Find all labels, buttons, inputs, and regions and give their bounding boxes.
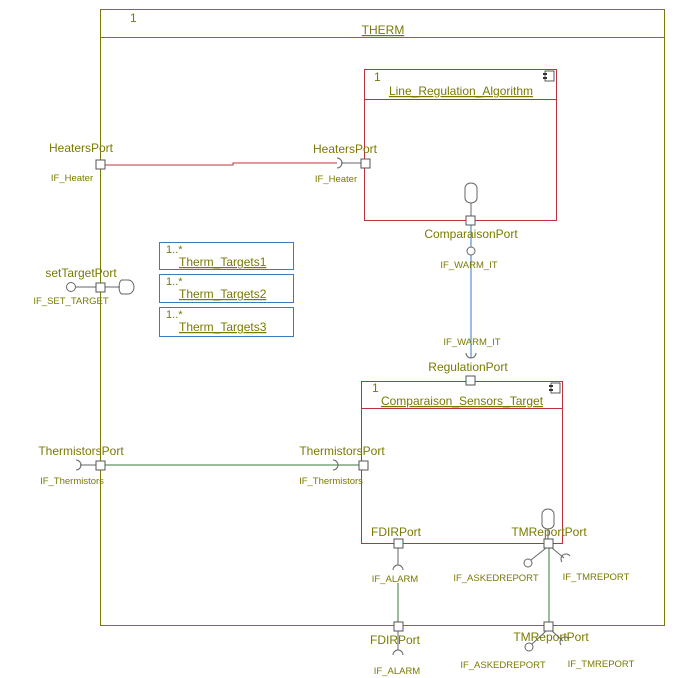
thermistors-port-inner[interactable]	[358, 460, 369, 471]
set-target-port[interactable]	[95, 282, 106, 293]
svg-text:Therm_Targets1: Therm_Targets1	[179, 255, 267, 269]
fdir-inner-required-icon	[392, 564, 404, 571]
heaters-port-inner-label: HeatersPort	[313, 142, 378, 156]
tm-outer-provided-icon	[524, 642, 534, 652]
thermistors-port-outer-iface: IF_Thermistors	[40, 476, 104, 487]
svg-text:1..*: 1..*	[166, 276, 183, 288]
set-target-delegation-icon	[118, 279, 135, 295]
tm-report-port-inner[interactable]	[543, 538, 554, 549]
thermistors-inner-required-icon	[332, 459, 339, 471]
set-target-port-label: setTargetPort	[45, 266, 117, 280]
therm-targets-2[interactable]: 1..* Therm_Targets2	[159, 274, 294, 303]
tm-report-port-outer-iface-a: IF_ASKEDREPORT	[460, 660, 546, 671]
line-regulation-title: Line_Regulation_Algorithm	[389, 84, 533, 98]
comparaison-port-iface: IF_WARM_IT	[440, 260, 497, 271]
regulation-port-label: RegulationPort	[428, 360, 508, 374]
heaters-port-inner-iface: IF_Heater	[315, 174, 357, 185]
fdir-port-inner-label: FDIRPort	[371, 525, 422, 539]
therm-targets-3[interactable]: 1..* Therm_Targets3	[159, 307, 294, 337]
therm-targets-1[interactable]: 1..* Therm_Targets1	[159, 242, 294, 270]
therm-multiplicity: 1	[130, 11, 137, 25]
fdir-port-outer-iface: IF_ALARM	[374, 666, 421, 677]
tm-report-port-inner-iface-a: IF_ASKEDREPORT	[453, 573, 539, 584]
component-icon	[549, 382, 561, 394]
tm-report-port-inner-iface-b: IF_TMREPORT	[563, 572, 630, 583]
therm-frame[interactable]	[100, 9, 665, 626]
fdir-port-outer[interactable]	[393, 621, 404, 632]
thermistors-port-inner-label: ThermistorsPort	[299, 444, 385, 458]
heaters-port-outer-iface: IF_Heater	[51, 173, 93, 184]
tm-report-port-outer-label: TMReportPort	[513, 630, 589, 644]
fdir-port-inner-iface: IF_ALARM	[372, 574, 419, 585]
comparaison-port[interactable]	[465, 215, 476, 226]
svg-text:1..*: 1..*	[166, 244, 183, 256]
thermistors-port-outer-label: ThermistorsPort	[38, 444, 124, 458]
set-target-provided-icon	[66, 282, 76, 292]
svg-text:Therm_Targets2: Therm_Targets2	[179, 287, 267, 301]
regulation-port[interactable]	[465, 375, 476, 386]
tm-outer-required-icon	[559, 636, 570, 646]
comparaison-sensors-multiplicity: 1	[372, 381, 379, 395]
heaters-port-outer[interactable]	[95, 159, 106, 170]
line-regulation-part[interactable]	[364, 69, 557, 221]
fdir-port-inner[interactable]	[393, 538, 404, 549]
comparaison-delegation-icon	[464, 182, 478, 204]
thermistors-port-inner-iface: IF_Thermistors	[299, 476, 363, 487]
fdir-outer-required-icon	[392, 649, 404, 656]
regulation-port-iface: IF_WARM_IT	[443, 337, 500, 348]
svg-text:Therm_Targets3: Therm_Targets3	[179, 320, 267, 334]
comparaison-sensors-title: Comparaison_Sensors_Target	[381, 394, 544, 408]
comparaison-provided-icon	[466, 246, 476, 256]
tm-report-port-outer-iface-b: IF_TMREPORT	[568, 659, 635, 670]
heaters-port-outer-label: HeatersPort	[49, 141, 114, 155]
comparaison-port-label: ComparaisonPort	[424, 227, 518, 241]
tm-inner-provided-icon	[523, 558, 533, 568]
fdir-port-outer-label: FDIRPort	[370, 633, 421, 647]
svg-text:1..*: 1..*	[166, 309, 183, 321]
heaters-connector[interactable]	[104, 162, 337, 166]
thermistors-port-outer[interactable]	[95, 460, 106, 471]
tm-inner-delegation-icon	[541, 508, 555, 530]
heaters-port-inner[interactable]	[360, 158, 371, 169]
tm-inner-required-icon	[560, 553, 571, 563]
line-regulation-multiplicity: 1	[374, 70, 381, 84]
tm-report-port-inner-label: TMReportPort	[511, 525, 587, 539]
therm-title: THERM	[362, 23, 405, 37]
set-target-port-iface: IF_SET_TARGET	[33, 296, 109, 307]
regulation-required-icon	[465, 352, 477, 359]
tm-report-port-outer[interactable]	[543, 621, 554, 632]
component-icon	[543, 70, 555, 82]
